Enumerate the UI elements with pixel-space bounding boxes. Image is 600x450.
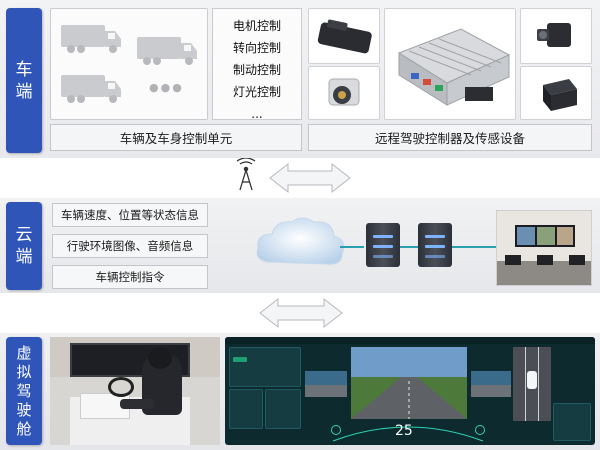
control-functions-list: 电机控制 转向控制 制动控制 灯光控制 ... (212, 8, 302, 121)
cockpit-side-tag-char-5: 舱 (16, 419, 32, 438)
remote-driving-dashboard: 25 (225, 337, 595, 445)
vehicle-side-tag-char-2: 端 (15, 81, 33, 102)
info-vehicle-status: 车辆速度、位置等状态信息 (52, 203, 208, 227)
speed-gauge (332, 426, 484, 442)
steering-wheel-icon (475, 425, 485, 435)
double-arrow-icon (269, 162, 351, 194)
dashboard-card (265, 389, 301, 429)
more-vehicles-ellipsis: ●●● (149, 81, 184, 94)
control-item-lighting: 灯光控制 (232, 85, 281, 99)
link-server-monitor (452, 246, 496, 248)
monitoring-room-photo (496, 210, 592, 286)
link-area-top (236, 158, 351, 194)
double-arrow-icon (259, 297, 343, 329)
dashboard-card (553, 403, 591, 441)
cockpit-side-tag-char-4: 驶 (16, 400, 32, 419)
cockpit-side-tag-char-1: 虚 (16, 343, 32, 362)
truck-icon (61, 25, 121, 53)
vehicles-illustration (61, 25, 197, 103)
vehicle-control-unit-caption: 车辆及车身控制单元 (50, 124, 302, 151)
speed-readout: 25 (395, 423, 413, 439)
vehicle-side-tag-char-1: 车 (15, 59, 33, 80)
device-remote-driving-controller (384, 8, 516, 120)
control-item-braking: 制动控制 (232, 63, 281, 77)
device-sensor-unit (520, 66, 592, 120)
control-item-motor: 电机控制 (232, 19, 281, 33)
cloud-side-tag: 云 端 (6, 202, 42, 290)
vehicle-side-tag: 车 端 (6, 8, 42, 153)
control-item-steering: 转向控制 (232, 41, 281, 55)
dashboard-card (229, 347, 301, 387)
link-area-bottom (259, 297, 343, 329)
server-icon (418, 223, 452, 267)
dashboard-card (229, 389, 263, 429)
info-control-commands: 车辆控制指令 (52, 265, 208, 289)
antenna-icon (236, 158, 256, 191)
cockpit-side-tag-char-3: 驾 (16, 381, 32, 400)
device-controller-box (308, 8, 380, 64)
control-item-more: ... (251, 107, 263, 121)
truck-icon (137, 37, 197, 65)
device-camera (308, 66, 380, 120)
cockpit-side-tag: 虚 拟 驾 驶 舱 (6, 337, 42, 445)
cockpit-side-tag-char-2: 拟 (16, 362, 32, 381)
driving-simulator-photo (50, 337, 220, 445)
vehicles-panel: ●●● (50, 8, 208, 120)
link-cloud-server (340, 246, 364, 248)
truck-icon (61, 75, 121, 103)
remote-controller-sensors-caption: 远程驾驶控制器及传感设备 (308, 124, 592, 151)
front-camera-view (351, 347, 467, 419)
link-server-server (400, 246, 418, 248)
gear-indicator-icon (331, 425, 341, 435)
overhead-map-view (513, 347, 551, 421)
server-icon (366, 223, 400, 267)
info-environment-media: 行驶环境图像、音频信息 (52, 234, 208, 258)
device-lidar-camera (520, 8, 592, 64)
cloud-side-tag-char-1: 云 (15, 225, 33, 245)
cloud-icon (256, 217, 345, 265)
cloud-side-tag-char-2: 端 (15, 247, 33, 267)
